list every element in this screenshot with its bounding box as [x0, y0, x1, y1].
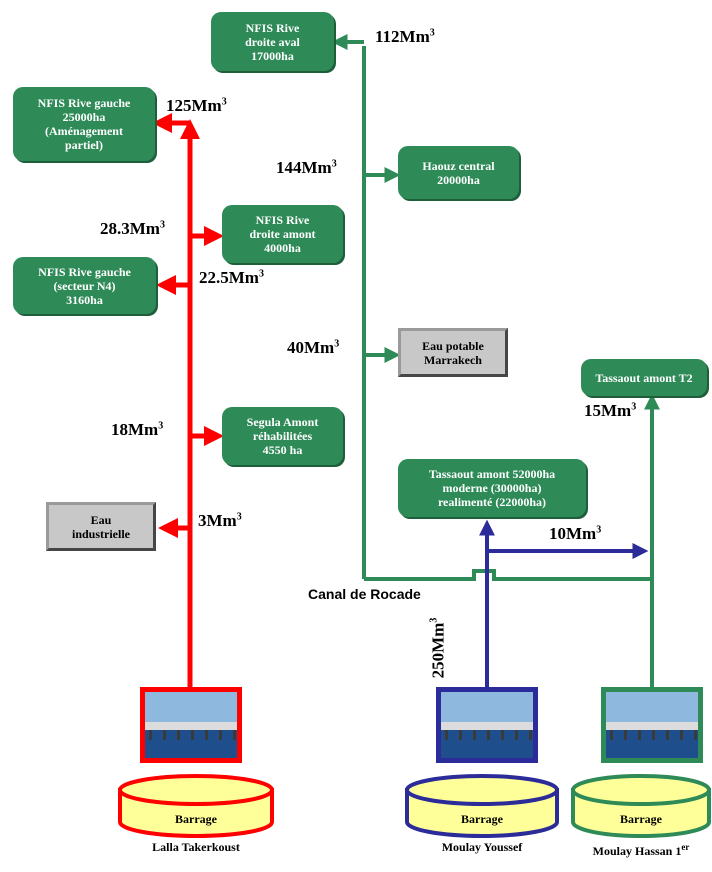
cylinder-hassan	[571, 774, 711, 838]
canal-de-rocade-label: Canal de Rocade	[308, 586, 421, 602]
dam-label-moulay-youssef: Barrage Moulay Youssef	[407, 798, 557, 868]
node-label: Eau industrielle	[71, 512, 130, 541]
node-tassaout-amont-52000: Tassaout amont 52000ha moderne (30000ha)…	[398, 459, 586, 517]
node-nfis-rive-droite-aval: NFIS Rive droite aval 17000ha	[211, 12, 334, 71]
volume-label-250: 250Mm3	[428, 617, 448, 679]
node-nfis-rive-gauche: NFIS Rive gauche 25000ha (Aménagement pa…	[13, 87, 155, 161]
volume-label-3: 3Mm3	[198, 511, 242, 530]
dam-bridge-image	[441, 692, 533, 758]
volume-label-40: 40Mm3	[287, 338, 340, 357]
volume-label-112: 112Mm3	[375, 27, 435, 46]
red-distribution	[152, 113, 224, 688]
node-label: Tassaout amont 52000ha moderne (30000ha)…	[428, 467, 556, 509]
node-label: NFIS Rive droite amont 4000ha	[249, 213, 316, 255]
cylinder-youssef	[405, 774, 559, 838]
volume-label-144: 144Mm3	[276, 158, 337, 177]
node-tassaout-amont-t2: Tassaout amont T2	[581, 359, 707, 396]
cylinder-lalla	[118, 774, 274, 838]
dam-photo-lalla	[140, 687, 242, 763]
dam-bridge-image	[606, 692, 698, 758]
node-label: Eau potable Marrakech	[422, 338, 484, 367]
dam-bridge-image	[145, 692, 237, 758]
dam-photo-youssef	[436, 687, 538, 763]
dam-label-line2: Moulay Youssef	[441, 840, 523, 854]
dam-label-line1: Barrage	[620, 812, 662, 826]
dam-label-line1: Barrage	[461, 812, 503, 826]
dam-label-lalla-takerkoust: Barrage Lalla Takerkoust	[120, 798, 272, 868]
node-label: Tassaout amont T2	[595, 370, 693, 385]
volume-label-10: 10Mm3	[549, 524, 602, 543]
dam-label-line2: Moulay Hassan 1er	[592, 842, 690, 858]
node-label: Haouz central 20000ha	[422, 158, 495, 187]
dam-label-line1: Barrage	[175, 812, 217, 826]
node-segula-amont: Segula Amont réhabilitées 4550 ha	[222, 407, 343, 465]
node-haouz-central: Haouz central 20000ha	[398, 146, 519, 199]
node-label: Segula Amont réhabilitées 4550 ha	[246, 415, 319, 457]
node-nfis-rive-gauche-n4: NFIS Rive gauche (secteur N4) 3160ha	[13, 257, 156, 314]
flow-lines	[118, 34, 711, 838]
dam-photo-hassan	[601, 687, 703, 763]
node-eau-industrielle: Eau industrielle	[46, 502, 156, 551]
node-nfis-rive-droite-amont: NFIS Rive droite amont 4000ha	[222, 205, 343, 263]
node-label: NFIS Rive gauche 25000ha (Aménagement pa…	[37, 96, 131, 152]
dam-label-line2: Lalla Takerkoust	[152, 840, 240, 854]
dam-label-moulay-hassan: Barrage Moulay Hassan 1er	[573, 798, 709, 872]
green-canal	[331, 34, 660, 688]
volume-label-28-3: 28.3Mm3	[100, 219, 165, 238]
volume-label-22-5: 22.5Mm3	[199, 268, 264, 287]
node-eau-potable-marrakech: Eau potable Marrakech	[398, 328, 508, 377]
node-label: NFIS Rive gauche (secteur N4) 3160ha	[38, 264, 131, 307]
blue-distribution	[479, 519, 649, 688]
node-label: NFIS Rive droite aval 17000ha	[245, 20, 300, 63]
volume-label-15: 15Mm3	[584, 401, 637, 420]
volume-label-18: 18Mm3	[111, 420, 164, 439]
volume-label-125: 125Mm3	[166, 96, 227, 115]
